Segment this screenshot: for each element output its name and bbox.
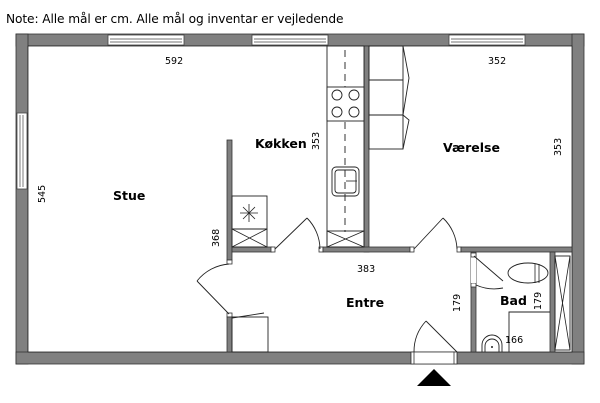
- dim-bad-height: 179: [533, 292, 544, 310]
- windows: [16, 34, 526, 190]
- closet-stue: [231, 195, 268, 248]
- outer-walls: [15, 33, 585, 365]
- kitchen-bottom-wall: [322, 246, 411, 253]
- wardrobe: [368, 45, 410, 150]
- bath-door: [473, 255, 504, 290]
- kitchen-door: [274, 217, 321, 250]
- sink-icon: [331, 166, 360, 197]
- window-left: [16, 112, 28, 190]
- right-wall: [571, 33, 585, 365]
- bedroom-door: [413, 217, 458, 250]
- closet-bottom-wall: [231, 246, 273, 253]
- left-wall: [15, 33, 29, 365]
- room-label-stue: Stue: [113, 188, 145, 203]
- window-top-3: [448, 34, 526, 46]
- closet-entre: [231, 312, 269, 353]
- extractor-icon: [240, 204, 258, 222]
- stove-icon: [326, 86, 365, 122]
- window-top-2: [251, 34, 329, 46]
- dim-entre-height: 179: [452, 294, 463, 312]
- stue-entre-lower-wall: [226, 316, 233, 353]
- dim-stue-width: 592: [165, 56, 183, 67]
- dim-closet-height: 368: [211, 229, 222, 247]
- doors: [196, 217, 504, 365]
- stue-door: [196, 263, 230, 315]
- kitchen-bedroom-wall: [363, 45, 370, 253]
- bath-left-wall: [470, 251, 477, 353]
- room-label-vaerelse: Værelse: [443, 140, 500, 155]
- dishwasher-icon: [326, 230, 365, 248]
- window-top-1: [107, 34, 185, 46]
- plan-note: Note: Alle mål er cm. Alle mål og invent…: [6, 12, 344, 26]
- room-label-entre: Entre: [346, 295, 384, 310]
- dim-kokken-height: 353: [311, 132, 322, 150]
- bath-right-wall: [549, 251, 556, 353]
- bathroom-fixtures: [481, 255, 571, 352]
- kitchen-counter: [326, 45, 365, 248]
- dim-stue-height: 545: [37, 185, 48, 203]
- dim-vaerelse-height: 353: [553, 138, 564, 156]
- toilet-icon: [507, 262, 549, 284]
- bottom-wall: [15, 351, 585, 365]
- dim-vaerelse-width: 352: [488, 56, 506, 67]
- washbasin-icon: [481, 334, 503, 352]
- stue-kitchen-wall: [226, 139, 233, 261]
- bath-cabinet: [554, 255, 571, 351]
- bedroom-bottom-wall: [460, 246, 573, 253]
- room-label-bad: Bad: [500, 293, 527, 308]
- shower-area: [508, 311, 550, 352]
- entrance-door: [410, 320, 458, 365]
- entrance-arrow-icon: [417, 369, 451, 386]
- dim-entre-width: 383: [357, 264, 375, 275]
- room-label-kokken: Køkken: [255, 136, 307, 151]
- dim-bad-width: 166: [505, 335, 523, 346]
